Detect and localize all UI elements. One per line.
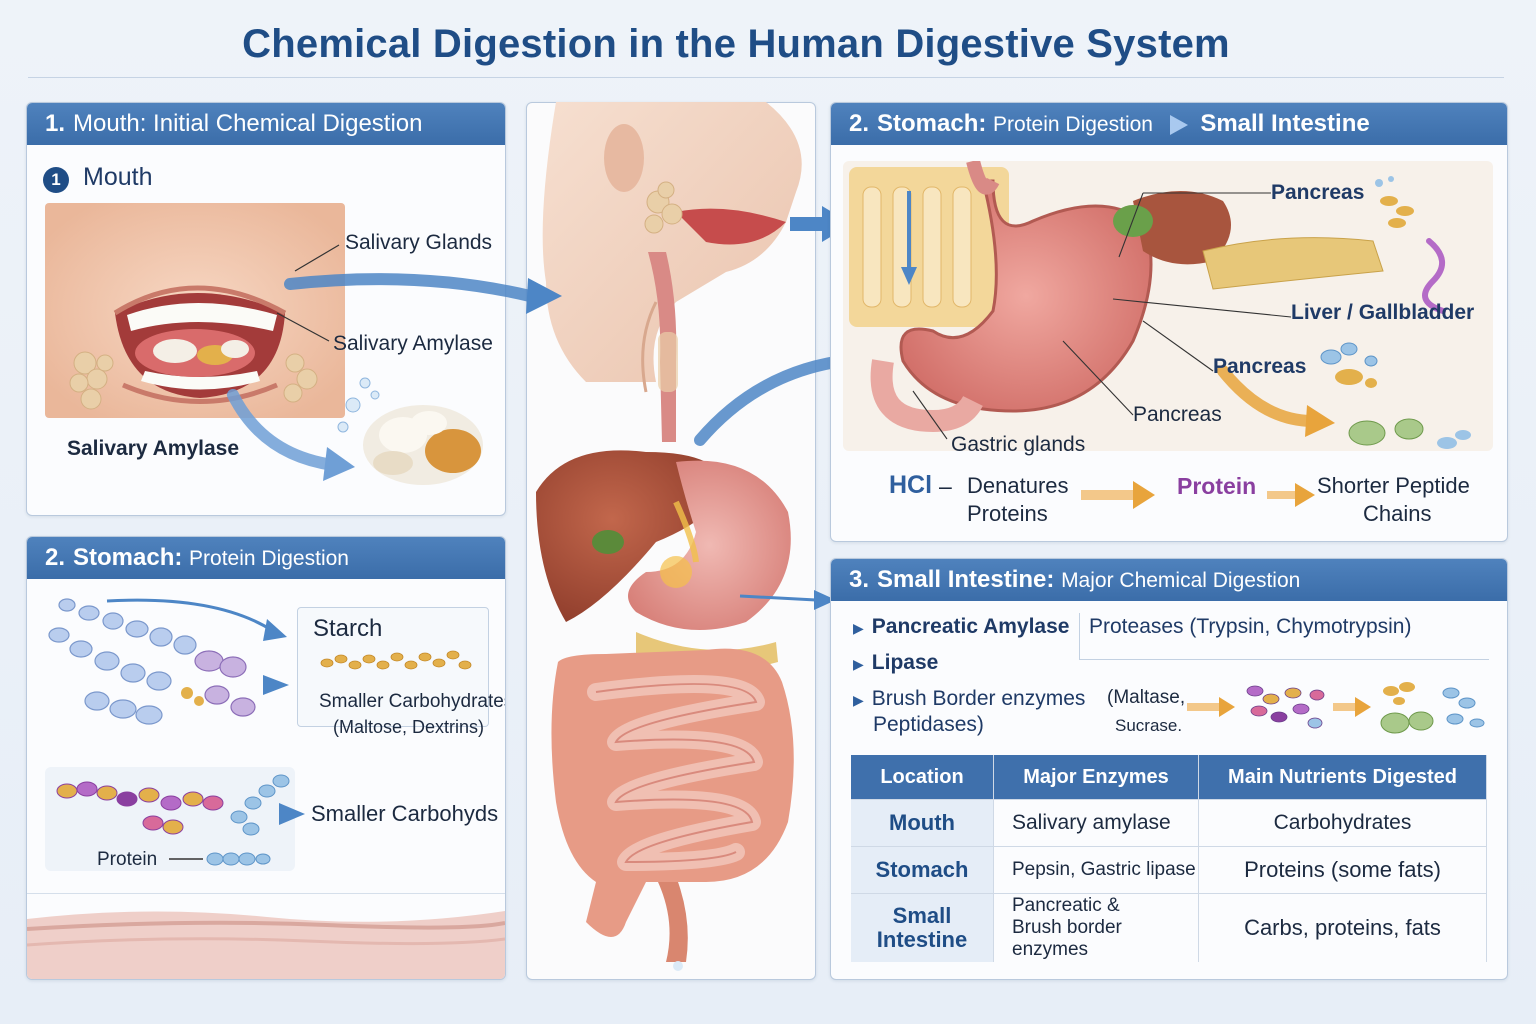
hcl-dash: –	[939, 473, 952, 499]
location-line-1: Small	[892, 903, 952, 928]
protein-to-peptide-arrow	[1267, 483, 1315, 507]
liver-gallbladder-label: Liver / Gallbladder	[1291, 301, 1475, 324]
shorter-peptide-label: Shorter Peptide	[1317, 473, 1470, 498]
table-cell-location: Mouth	[851, 799, 994, 847]
nutrient-breakdown-illustration	[1187, 682, 1485, 734]
bullet-triangle-icon: ▶	[853, 692, 864, 708]
mouth-panel-number: 1.	[45, 110, 66, 137]
enzymes-line-2: Brush border enzymes	[1012, 917, 1122, 960]
location-line-2: Intestine	[876, 927, 968, 952]
enzymes-line-1: Pancreatic &	[1012, 895, 1120, 916]
starch-molecules-illustration	[48, 598, 289, 725]
pancreatic-amylase-text: Pancreatic Amylase	[871, 615, 1070, 638]
stomach-right-header: 2. Stomach: Protein Digestion Small Intes…	[831, 103, 1507, 145]
denatures-label: Denatures	[967, 473, 1069, 498]
stomach-left-divider	[27, 893, 505, 894]
table-cell-enzymes: Pepsin, Gastric lipase	[993, 846, 1199, 894]
pancreas-label-mid: Pancreas	[1213, 355, 1307, 378]
heading-arrow-icon	[1169, 114, 1188, 135]
salivary-glands-label: Salivary Glands	[345, 231, 493, 254]
stomach-crosssection-illustration	[843, 161, 1493, 451]
mouth-illustration	[45, 203, 345, 418]
stomach-right-heading-lead: Stomach:	[877, 110, 987, 137]
protein-label-right: Protein	[1177, 473, 1257, 499]
stomach-right-heading-tail: Small Intestine	[1200, 110, 1370, 137]
table-cell-nutrients: Carbs, proteins, fats	[1198, 893, 1487, 962]
stomach-left-heading-sub: Protein Digestion	[189, 547, 349, 570]
bullet-pancreatic-amylase: ▶ Pancreatic Amylase	[853, 615, 1069, 639]
bullet-brush-border: ▶ Brush Border enzymes	[853, 687, 1085, 711]
starch-label: Starch	[313, 615, 383, 642]
small-intestine-number: 3.	[849, 566, 870, 593]
small-intestine-heading-lead: Small Intestine:	[877, 566, 1055, 593]
table-header-enzymes: Major Enzymes	[993, 755, 1199, 800]
table-header-location: Location	[851, 755, 994, 800]
bullet-vertical-divider	[1079, 613, 1080, 659]
hcl-label: HCl	[889, 471, 933, 499]
mouth-subheading: Mouth	[83, 163, 153, 191]
stomach-right-heading-sub: Protein Digestion	[993, 113, 1153, 136]
stomach-panel-right: 2. Stomach: Protein Digestion Small Intes…	[830, 102, 1508, 542]
pancreas-label-top: Pancreas	[1271, 181, 1365, 204]
table-row: Mouth Salivary amylase Carbohydrates	[851, 799, 1487, 847]
table-header-row: Location Major Enzymes Main Nutrients Di…	[851, 755, 1487, 800]
stomach-right-number: 2.	[849, 110, 870, 137]
chains-label: Chains	[1363, 501, 1432, 526]
denature-arrow	[1081, 481, 1155, 509]
proteases-text: Proteases (Trypsin, Chymotrypsin)	[1089, 615, 1412, 638]
gastric-glands-label: Gastric glands	[951, 433, 1086, 456]
mouth-panel-header: 1. Mouth: Initial Chemical Digestion	[27, 103, 505, 145]
bullet-lipase: ▶ Lipase	[853, 651, 938, 675]
lipase-text: Lipase	[871, 651, 939, 674]
stomach-panel-left: 2. Stomach: Protein Digestion Starch Smal…	[26, 536, 506, 980]
bullet-triangle-icon: ▶	[853, 620, 864, 636]
table-row: Stomach Pepsin, Gastric lipase Proteins …	[851, 846, 1487, 894]
table-cell-enzymes: Salivary amylase	[993, 799, 1199, 847]
peptidases-text: Peptidases)	[873, 713, 984, 736]
stomach-left-header: 2. Stomach: Protein Digestion	[27, 537, 505, 579]
sucrase-text: Sucrase.	[1115, 716, 1183, 735]
salivary-amylase-label-lower: Salivary Amylase	[67, 437, 240, 460]
stomach-lining-illustration	[27, 911, 505, 979]
protein-chain-illustration	[56, 774, 290, 836]
pancreas-label-low: Pancreas	[1133, 403, 1222, 426]
table-cell-nutrients: Proteins (some fats)	[1198, 846, 1487, 894]
proteins-label: Proteins	[967, 501, 1048, 526]
table-cell-location: Stomach	[851, 846, 994, 894]
bullet-horizontal-divider	[1079, 659, 1489, 660]
stomach-left-heading-lead: Stomach:	[73, 544, 183, 571]
table-cell-nutrients: Carbohydrates	[1198, 799, 1487, 847]
stomach-left-number: 2.	[45, 544, 66, 571]
mouth-leader-lines	[276, 244, 340, 342]
salivary-amylase-label-upper: Salivary Amylase	[333, 332, 493, 355]
table-header-nutrients: Main Nutrients Digested	[1198, 755, 1487, 800]
small-intestine-panel: 3. Small Intestine: Major Chemical Digest…	[830, 558, 1508, 980]
small-intestine-heading-sub: Major Chemical Digestion	[1061, 569, 1301, 592]
food-bolus-illustration	[227, 377, 483, 485]
bullet-triangle-icon: ▶	[853, 656, 864, 672]
smaller-carbohyds-label: Smaller Carbohyds	[311, 801, 499, 826]
title-divider	[28, 77, 1504, 78]
mouth-badge-number: 1	[51, 170, 61, 189]
table-cell-enzymes: Pancreatic & Brush border enzymes	[993, 893, 1199, 962]
mouth-panel-heading: Mouth: Initial Chemical Digestion	[73, 110, 423, 137]
maltose-dextrins-label: (Maltose, Dextrins)	[333, 717, 485, 737]
protein-label-left: Protein	[97, 849, 158, 870]
small-intestine-header: 3. Small Intestine: Major Chemical Digest…	[831, 559, 1507, 601]
protein-to-carbs-arrow	[279, 803, 305, 825]
maltase-text: (Maltase,	[1107, 687, 1186, 708]
table-cell-location: Small Intestine	[851, 893, 994, 962]
digestive-system-illustration	[536, 102, 802, 971]
starch-granules	[320, 650, 472, 670]
smaller-carbohydrates-label: Smaller Carbohydrates	[319, 691, 506, 712]
page-title: Chemical Digestion in the Human Digestiv…	[242, 22, 1230, 66]
protein-arrow-chain	[169, 852, 271, 866]
brush-border-text: Brush Border enzymes	[871, 687, 1086, 710]
mouth-number-badge: 1	[43, 167, 69, 193]
mouth-panel: 1. Mouth: Initial Chemical Digestion 1 Mo…	[26, 102, 506, 516]
table-row: Small Intestine Pancreatic & Brush borde…	[851, 893, 1487, 962]
enzyme-summary-table: Location Major Enzymes Main Nutrients Di…	[851, 755, 1487, 962]
